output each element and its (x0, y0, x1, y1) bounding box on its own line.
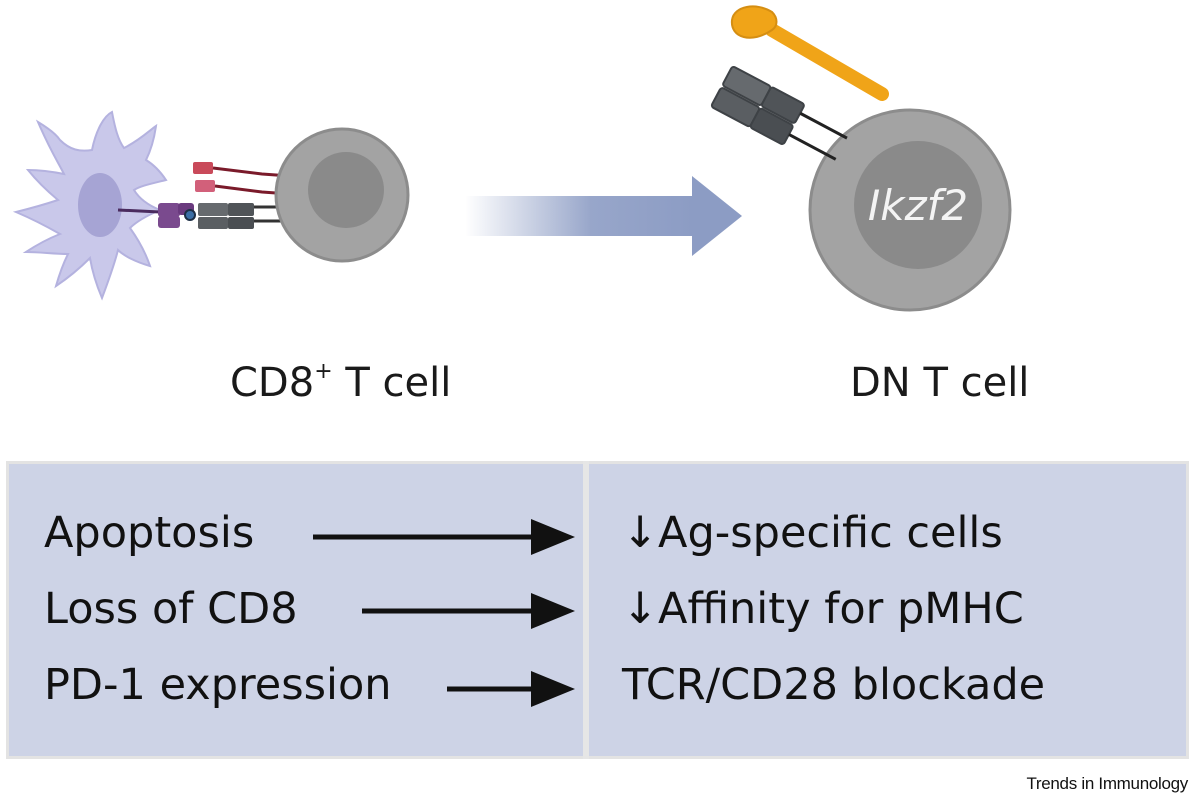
row-2-cause: Loss of CD8 (44, 584, 298, 634)
row-2-effect: ↓Affinity for pMHC (622, 584, 1024, 634)
cd8-t-cell-label: CD8+ T cell (230, 358, 452, 406)
table-divider (583, 461, 589, 759)
row-3-cause: PD-1 expression (44, 660, 392, 710)
row-1-arrow (313, 519, 575, 555)
orange-receptor (730, 5, 889, 101)
synapse-receptors (117, 162, 291, 229)
dendritic-cell (12, 110, 168, 301)
cd8-t-cell (274, 127, 410, 263)
row-3-effect: TCR/CD28 blockade (622, 660, 1046, 710)
journal-credit: Trends in Immunology (1026, 774, 1188, 793)
dn-tcr-receptor (710, 65, 848, 161)
row-2-arrow (362, 593, 575, 629)
row-1-effect: ↓Ag-specific cells (622, 508, 1003, 558)
cd8-label-main: CD8 (230, 360, 315, 406)
dn-t-cell-label: DN T cell (850, 360, 1030, 406)
ikzf2-gene-label: Ikzf2 (868, 181, 968, 230)
cd8-label-suffix: T cell (332, 360, 452, 406)
transition-arrow (465, 176, 742, 256)
cd8-label-superscript: + (314, 358, 333, 384)
dn-t-cell: Ikzf2 (808, 108, 1012, 312)
dn-t-cell-nucleus (854, 141, 982, 269)
mechanism-table (6, 461, 1189, 759)
row-1-cause: Apoptosis (44, 508, 255, 558)
cd8-t-cell-nucleus (308, 152, 384, 228)
row-3-arrow (447, 671, 575, 707)
diagram-canvas: Ikzf2 (12, 5, 1012, 312)
dendritic-nucleus (78, 173, 122, 237)
